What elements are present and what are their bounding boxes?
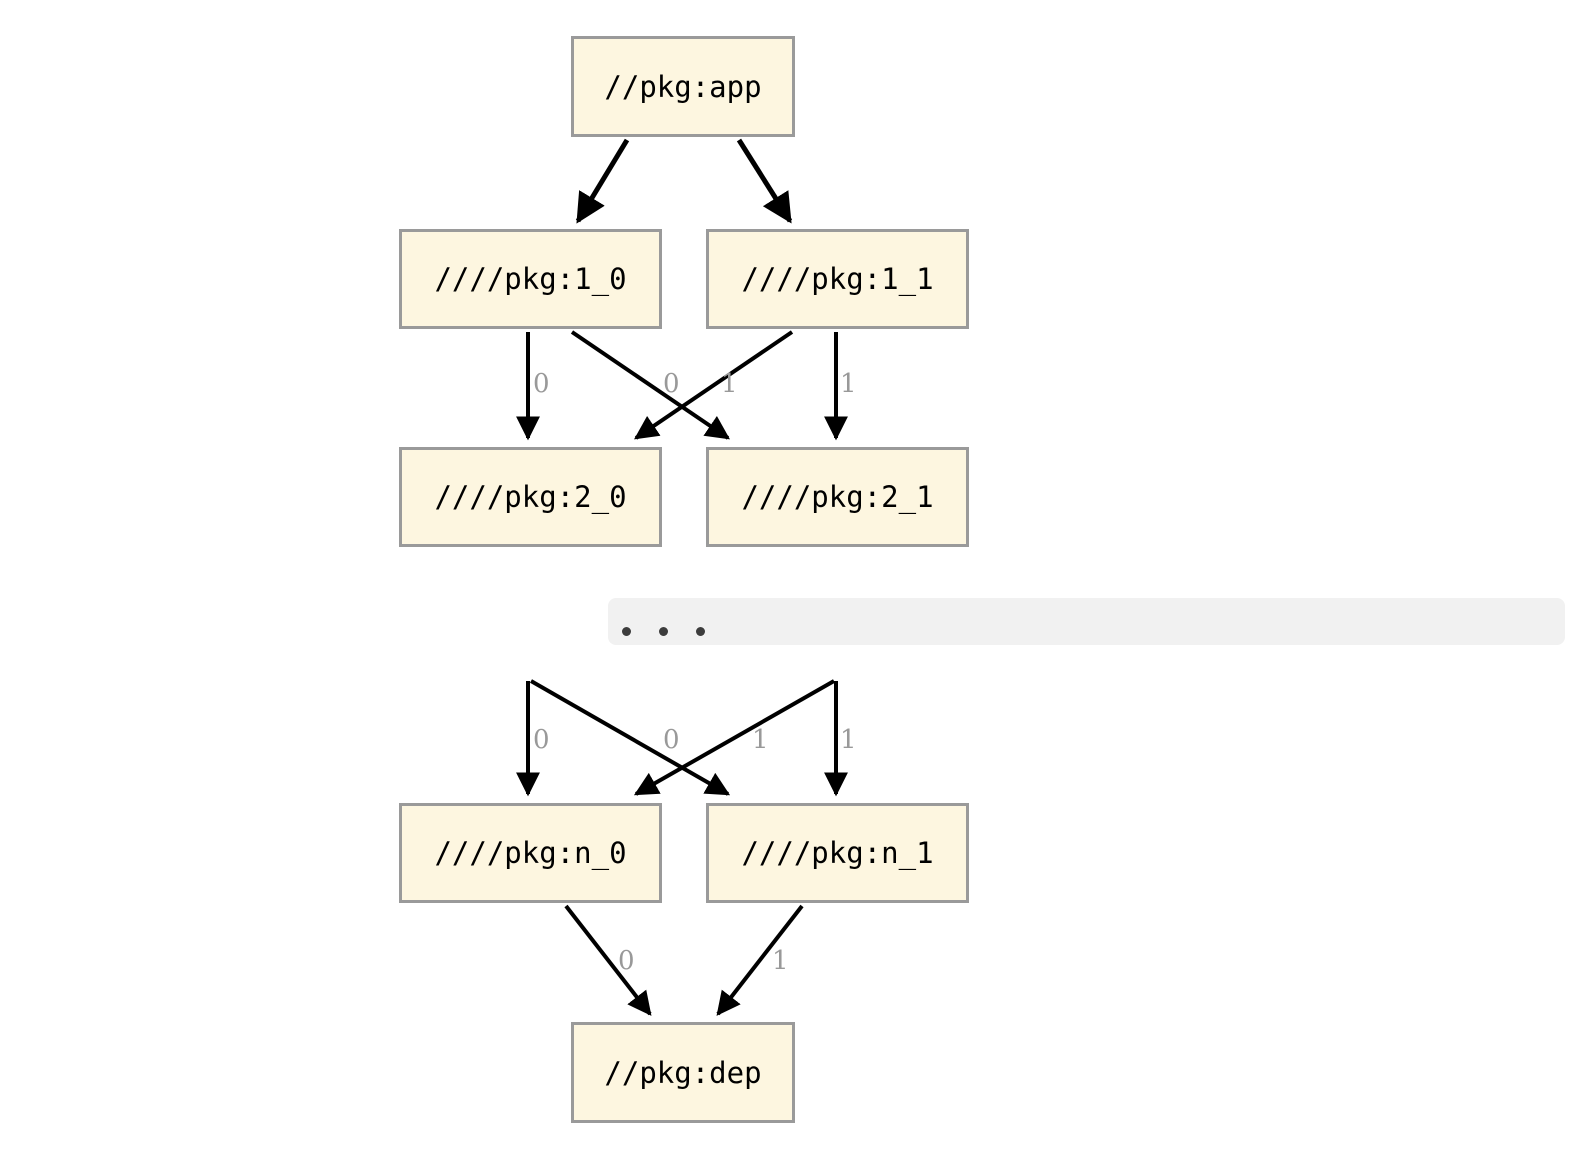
- node-pkg-dep[interactable]: //pkg:dep: [571, 1022, 795, 1123]
- edge-label-hidden-n_1: 1: [752, 725, 769, 755]
- edge-app-to-1_1: [736, 138, 793, 224]
- node-label: ////pkg:1_0: [434, 262, 627, 296]
- edge-label-n_0-dep: 0: [618, 946, 635, 976]
- edge-label-hidden-cross-n_1: 1: [840, 725, 857, 755]
- node-label: ////pkg:n_1: [741, 836, 934, 870]
- edge-hidden-cross-to-n_0: [633, 679, 835, 796]
- edge-1_1-to-2_0: [634, 330, 794, 440]
- ellipsis-separator-band: [608, 598, 1565, 645]
- edge-app-to-1_0: [575, 138, 630, 224]
- node-label: //pkg:dep: [604, 1055, 762, 1090]
- edge-label-hidden-cross-n_0: 0: [663, 725, 680, 755]
- edge-label-1_1-2_0: 0: [663, 369, 680, 399]
- node-pkg-2-0[interactable]: ////pkg:2_0: [399, 447, 662, 547]
- node-pkg-n-0[interactable]: ////pkg:n_0: [399, 803, 662, 903]
- node-label: ////pkg:2_0: [434, 480, 627, 514]
- ellipsis-dot-icon: [622, 627, 631, 636]
- edge-n_1-to-dep: [716, 904, 804, 1016]
- node-pkg-n-1[interactable]: ////pkg:n_1: [706, 803, 969, 903]
- node-pkg-1-1[interactable]: ////pkg:1_1: [706, 229, 969, 329]
- node-label: ////pkg:n_0: [434, 836, 627, 870]
- node-label: ////pkg:2_1: [741, 480, 934, 514]
- edge-label-1_0-2_1: 1: [721, 369, 738, 399]
- edge-label-hidden-n_0: 0: [533, 725, 550, 755]
- edge-label-1_1-2_1: 1: [840, 369, 857, 399]
- edge-label-n_1-dep: 1: [772, 946, 789, 976]
- ellipsis-dot-icon: [659, 627, 668, 636]
- edge-hidden-to-n_1: [530, 679, 731, 796]
- node-pkg-app[interactable]: //pkg:app: [571, 36, 795, 137]
- edge-1_0-to-2_1: [570, 330, 730, 440]
- edge-n_0-to-dep: [564, 904, 652, 1016]
- node-pkg-1-0[interactable]: ////pkg:1_0: [399, 229, 662, 329]
- node-pkg-2-1[interactable]: ////pkg:2_1: [706, 447, 969, 547]
- ellipsis-dot-icon: [696, 627, 705, 636]
- edge-label-1_0-2_0: 0: [533, 369, 550, 399]
- node-label: ////pkg:1_1: [741, 262, 934, 296]
- node-label: //pkg:app: [604, 69, 762, 104]
